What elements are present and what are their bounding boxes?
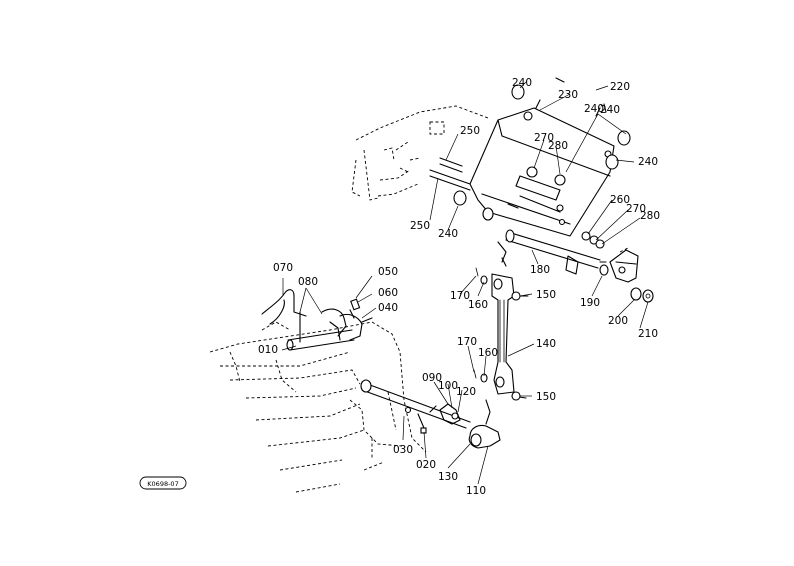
callout-060: 060 (378, 287, 398, 299)
callout-240-small: 240 (600, 104, 620, 116)
lower-rod-assembly (360, 379, 501, 449)
callout-170-upper: 170 (450, 290, 470, 302)
callout-130: 130 (438, 471, 458, 483)
leader-lines (281, 81, 649, 485)
vertical-link-rod (473, 257, 529, 401)
callout-050: 050 (378, 266, 398, 278)
callout-010: 010 (258, 344, 278, 356)
callout-150-upper: 150 (536, 289, 556, 301)
callout-080: 080 (298, 276, 318, 288)
callout-210: 210 (638, 328, 658, 340)
callout-020: 020 (416, 459, 436, 471)
callout-260: 260 (610, 194, 630, 206)
callout-240-top-right: 240 (584, 103, 604, 115)
callout-160-upper: 160 (468, 299, 488, 311)
callout-180: 180 (530, 264, 550, 276)
callout-170-lower: 170 (457, 336, 477, 348)
callout-150-lower: 150 (536, 391, 556, 403)
reference-code-badge: K0698-07 (139, 476, 187, 490)
callout-280-lower: 280 (640, 210, 660, 222)
main-bracket-assembly (453, 77, 631, 237)
callout-240-top-left: 240 (512, 77, 532, 89)
callout-120: 120 (456, 386, 476, 398)
callout-110: 110 (466, 485, 486, 497)
callout-250-upper: 250 (460, 125, 480, 137)
reference-code: K0698-07 (147, 480, 178, 488)
callout-230: 230 (558, 89, 578, 101)
callout-190: 190 (580, 297, 600, 309)
callout-270-upper: 270 (534, 132, 554, 144)
callout-040: 040 (378, 302, 398, 314)
callout-240-right: 240 (638, 156, 658, 168)
upper-housing-outline (351, 105, 489, 201)
callout-240-left: 240 (438, 228, 458, 240)
callout-220: 220 (610, 81, 630, 93)
callout-140: 140 (536, 338, 556, 350)
right-side-parts (581, 231, 654, 303)
callout-160-lower: 160 (478, 347, 498, 359)
callout-200: 200 (608, 315, 628, 327)
callout-090: 090 (422, 372, 442, 384)
callout-250-lower: 250 (410, 220, 430, 232)
callout-070: 070 (273, 262, 293, 274)
callout-280-upper: 280 (548, 140, 568, 152)
callout-030: 030 (393, 444, 413, 456)
callout-270-lower: 270 (626, 203, 646, 215)
shift-fork-assembly (261, 289, 373, 351)
callout-labels: 010 020 030 040 050 060 070 080 090 100 … (258, 77, 660, 497)
callout-100: 100 (438, 380, 458, 392)
tractor-body-outline (209, 321, 427, 493)
cross-shaft-180 (497, 229, 609, 276)
